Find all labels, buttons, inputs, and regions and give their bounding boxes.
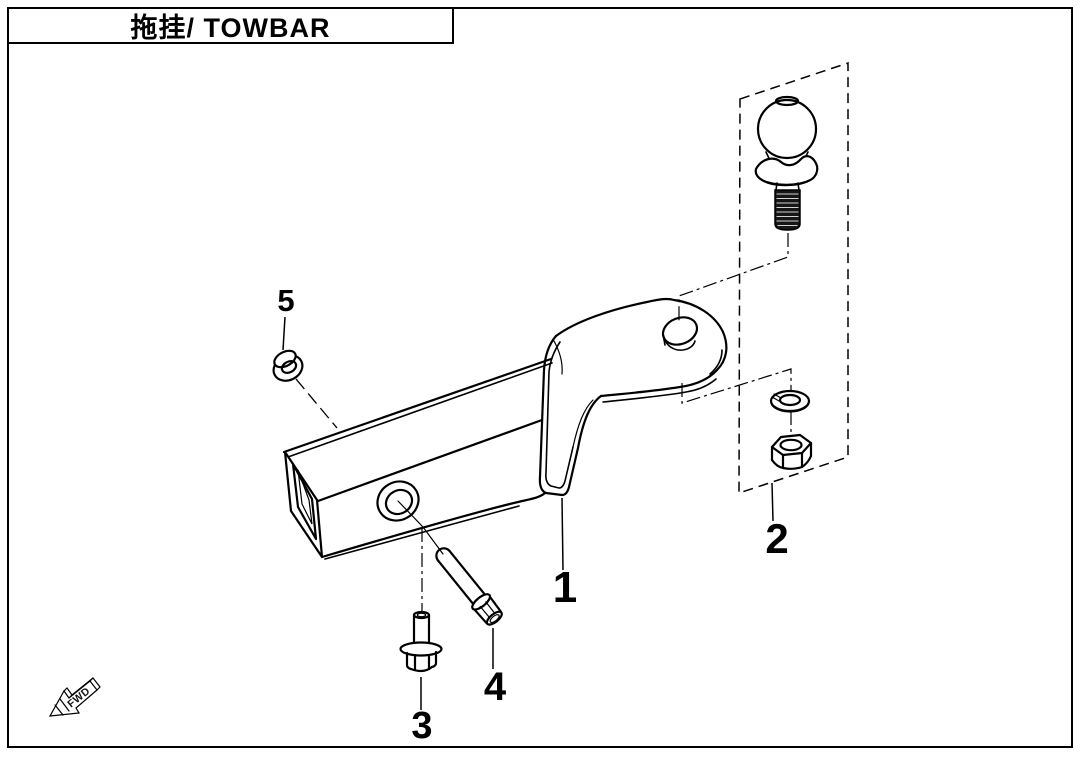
fwd-arrow: FWD <box>48 677 101 717</box>
threaded-stud <box>774 189 801 231</box>
lock-washer <box>769 389 811 413</box>
title-box: 拖挂/ TOWBAR <box>7 7 454 44</box>
group-box-dashed <box>738 61 849 495</box>
page-border <box>7 7 1073 748</box>
callout-1: 1 <box>553 497 577 612</box>
centerline-ball-to-hole <box>678 233 789 321</box>
callout-1-label: 1 <box>553 563 577 612</box>
callout-5: 5 <box>277 283 295 351</box>
callout-2: 2 <box>765 482 789 562</box>
flange-bolt <box>399 610 443 673</box>
hex-nut <box>770 433 813 470</box>
hex-pin <box>435 547 503 626</box>
callout-4-label: 4 <box>484 665 507 709</box>
cap-nut <box>272 349 304 382</box>
callout-3-label: 3 <box>411 705 432 747</box>
callout-5-label: 5 <box>277 283 294 318</box>
hitch-ball <box>754 95 819 231</box>
callout-2-label: 2 <box>765 515 788 562</box>
towbar-body <box>282 297 728 560</box>
callout-3: 3 <box>411 677 433 747</box>
page-title: 拖挂/ TOWBAR <box>130 13 331 43</box>
leader-cap-to-tube <box>295 378 338 429</box>
callout-4: 4 <box>484 628 507 709</box>
